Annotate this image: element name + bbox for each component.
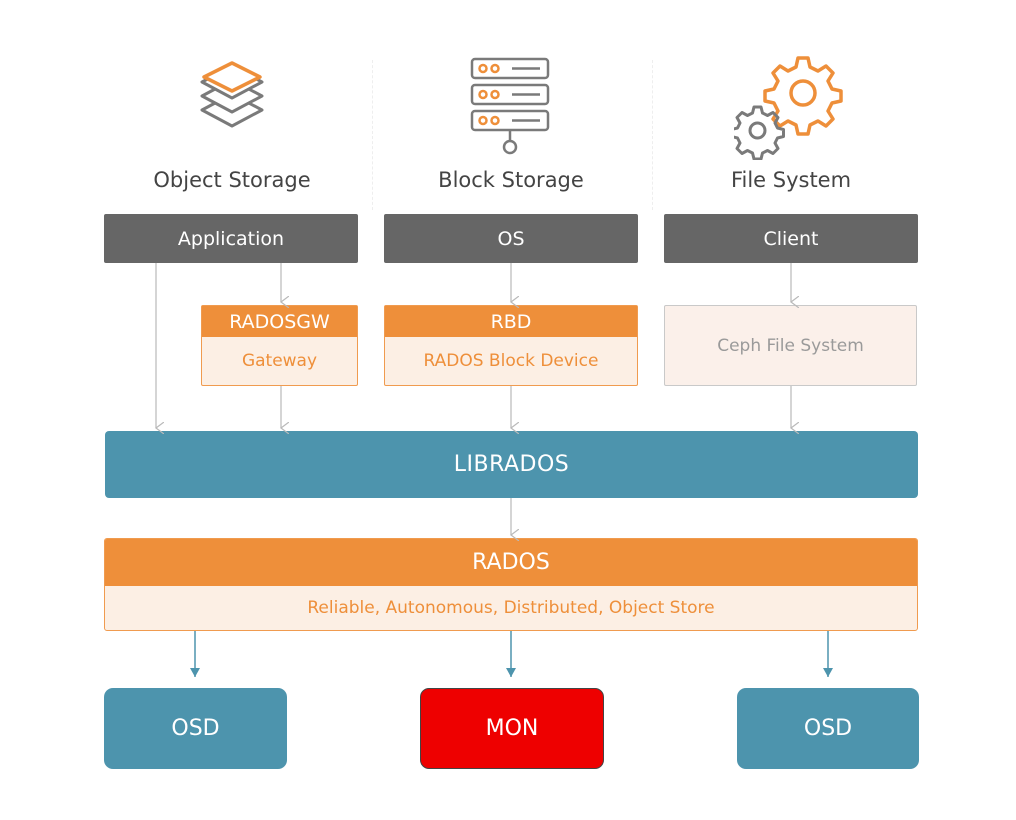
rados-label: RADOS: [105, 539, 917, 586]
client-box: Client: [664, 214, 918, 263]
rados-box: RADOS Reliable, Autonomous, Distributed,…: [104, 538, 918, 631]
column-title-block-storage: Block Storage: [438, 168, 584, 192]
rbd-label: RBD: [385, 306, 637, 337]
layers-icon: [200, 61, 264, 128]
server-rack-icon: [470, 57, 550, 155]
os-box: OS: [384, 214, 638, 263]
osd-node-right: OSD: [737, 688, 919, 769]
osd-node-left: OSD: [104, 688, 287, 769]
column-divider: [652, 60, 653, 210]
gears-icon: [734, 56, 843, 160]
rados-block-device-label: RADOS Block Device: [423, 351, 599, 371]
radosgw-box: RADOSGW Gateway: [201, 305, 358, 386]
ceph-file-system-box: Ceph File System: [664, 305, 917, 386]
librados-box: LIBRADOS: [105, 431, 918, 498]
column-title-object-storage: Object Storage: [153, 168, 311, 192]
gateway-label: Gateway: [241, 351, 318, 371]
radosgw-label: RADOSGW: [202, 306, 357, 337]
mon-node: MON: [420, 688, 604, 769]
column-divider: [372, 60, 373, 210]
column-title-file-system: File System: [730, 168, 852, 192]
application-box: Application: [104, 214, 358, 263]
rados-description: Reliable, Autonomous, Distributed, Objec…: [307, 598, 715, 618]
